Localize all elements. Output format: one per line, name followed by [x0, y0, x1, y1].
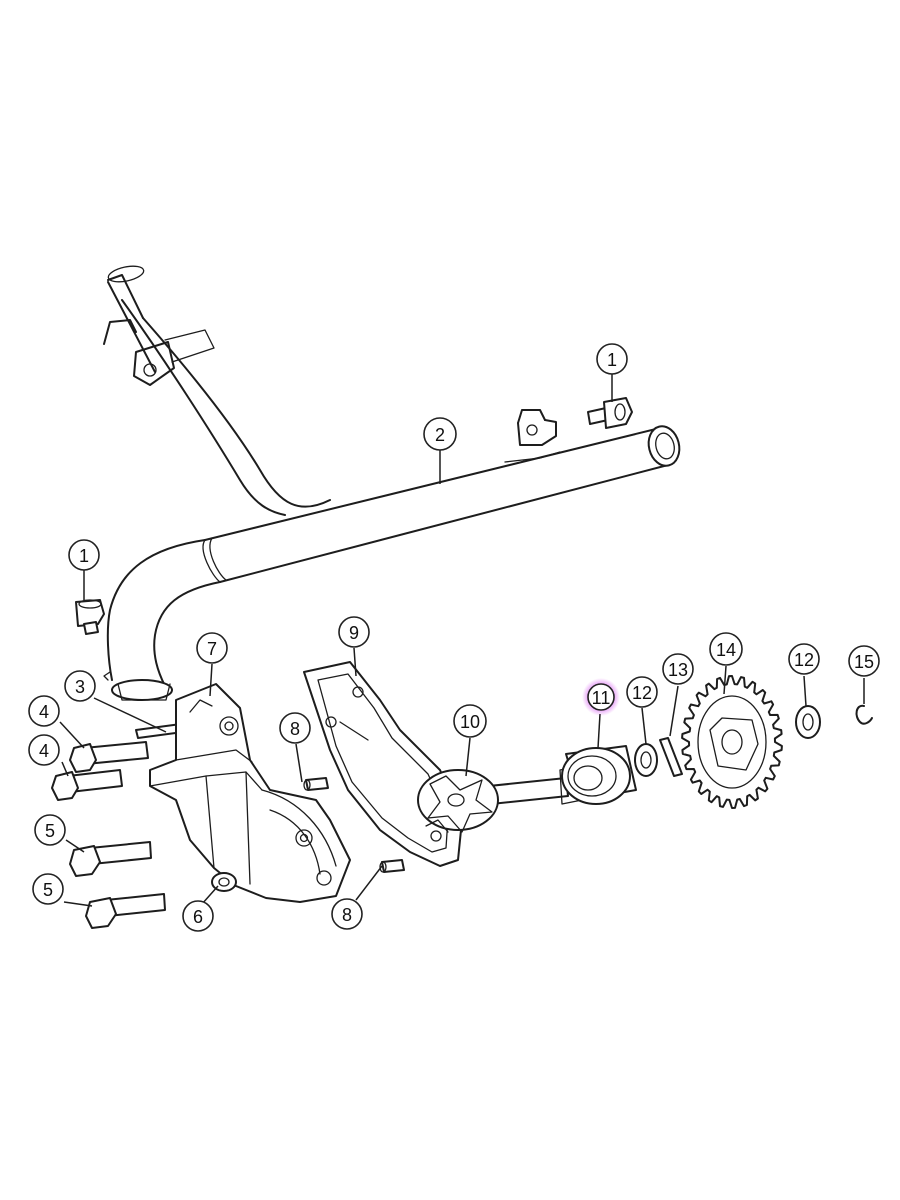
callout-1-left: 1 — [68, 539, 100, 571]
callout-12-outer: 12 — [788, 643, 820, 675]
svg-text:12: 12 — [794, 650, 814, 670]
bolt-4-lower — [51, 769, 123, 801]
svg-text:10: 10 — [460, 712, 480, 732]
flange-bolt-left — [75, 599, 105, 635]
svg-text:5: 5 — [43, 880, 53, 900]
circlip — [855, 704, 873, 725]
svg-text:1: 1 — [607, 350, 617, 370]
bolt-4-upper — [69, 741, 149, 773]
callout-8-upper: 8 — [279, 712, 311, 744]
callout-2: 2 — [423, 417, 457, 451]
callout-5-lower: 5 — [32, 873, 64, 905]
flange-bolt-right — [587, 397, 633, 429]
svg-text:13: 13 — [668, 660, 688, 680]
callout-4-upper: 4 — [28, 695, 60, 727]
svg-text:12: 12 — [632, 683, 652, 703]
callout-6: 6 — [182, 900, 214, 932]
svg-text:3: 3 — [75, 677, 85, 697]
svg-text:6: 6 — [193, 907, 203, 927]
dowel-pin-lower — [379, 859, 405, 873]
callout-4-lower: 4 — [28, 734, 60, 766]
drive-gear — [681, 675, 783, 809]
svg-text:8: 8 — [342, 905, 352, 925]
callout-1-top: 1 — [596, 343, 628, 375]
drive-pin — [659, 737, 683, 777]
svg-text:5: 5 — [45, 821, 55, 841]
bolt-5-upper — [69, 841, 152, 877]
callout-13: 13 — [662, 653, 694, 685]
callout-14: 14 — [709, 632, 743, 666]
svg-text:11: 11 — [592, 688, 611, 708]
callout-15: 15 — [848, 645, 880, 677]
svg-text:7: 7 — [207, 639, 217, 659]
coolant-pipe — [103, 265, 681, 701]
dowel-pin-upper — [303, 777, 329, 791]
svg-text:15: 15 — [854, 652, 874, 672]
svg-text:14: 14 — [716, 640, 736, 660]
svg-text:8: 8 — [290, 719, 300, 739]
water-pump-housing — [149, 683, 351, 903]
svg-text:4: 4 — [39, 702, 49, 722]
callout-9: 9 — [338, 616, 370, 648]
leader-lines — [59, 372, 865, 907]
impeller-shaft — [417, 765, 583, 833]
callout-10: 10 — [453, 704, 487, 738]
callout-5-upper: 5 — [34, 814, 66, 846]
bearing — [561, 745, 637, 805]
callout-3: 3 — [64, 670, 96, 702]
thrust-washer-outer — [795, 705, 821, 739]
bolt-5-lower — [85, 893, 166, 929]
callout-8-lower: 8 — [331, 898, 363, 930]
svg-text:9: 9 — [349, 623, 359, 643]
svg-text:4: 4 — [39, 741, 49, 761]
svg-text:2: 2 — [435, 425, 445, 445]
callout-7: 7 — [196, 632, 228, 664]
callout-11: 11 — [587, 683, 615, 711]
svg-text:1: 1 — [79, 546, 89, 566]
callout-12-inner: 12 — [626, 676, 658, 708]
thrust-washer-inner — [634, 743, 658, 777]
